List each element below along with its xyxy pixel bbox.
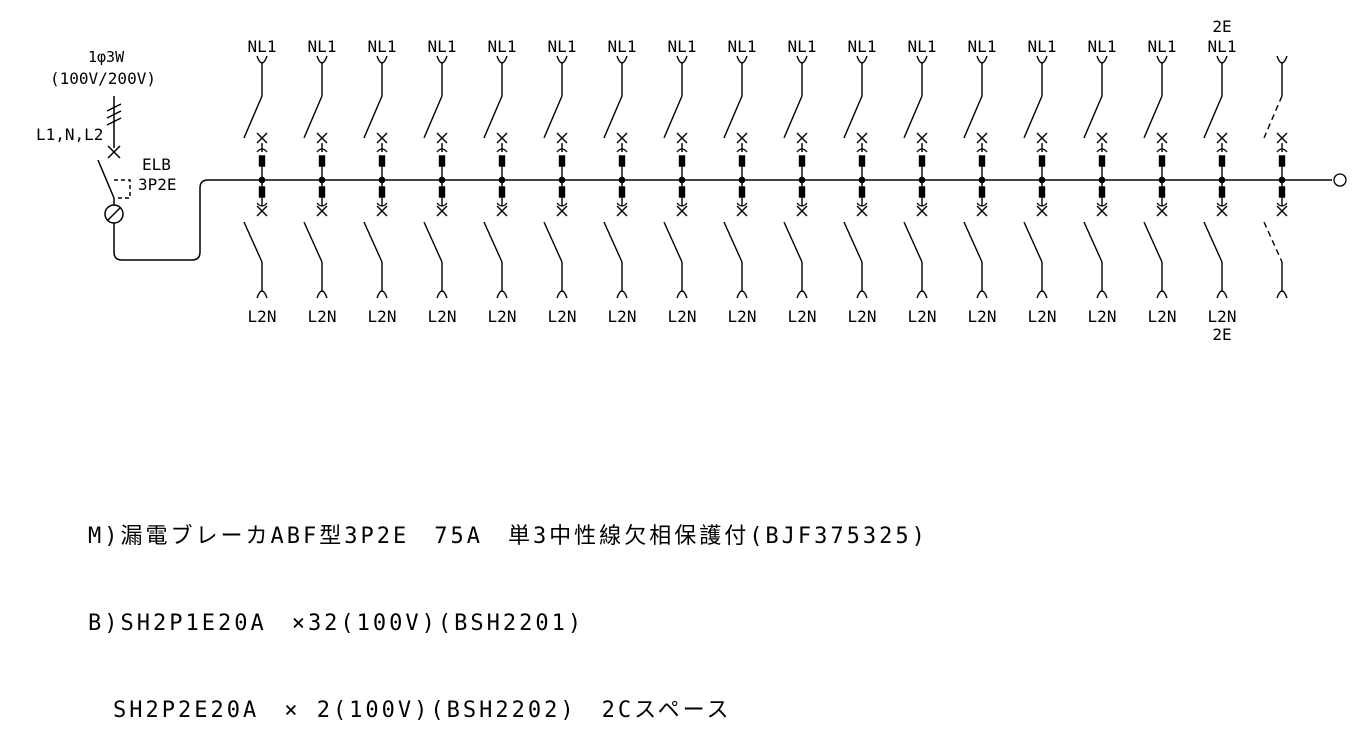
branch-breaker (1203, 55, 1228, 299)
branch-breaker (1083, 55, 1108, 299)
branch-top-label: NL1 (848, 37, 877, 56)
note-branch-breaker-2: SH2P2E20A × 2(100V)(BSH2202) 2Cスペース (88, 698, 732, 723)
single-line-diagram: 1φ3W (100V/200V) L1,N,L2 ELB 3P2E NL1L2N… (36, 17, 1347, 344)
branch-breaker (363, 55, 388, 299)
branch-bottom-label: L2N (788, 307, 817, 326)
branch-top-label: NL1 (368, 37, 397, 56)
branch-top-label: NL1 (908, 37, 937, 56)
branch-top-label: NL1 (548, 37, 577, 56)
branch-bottom-label: L2N (1148, 307, 1177, 326)
branch-bottom-label: L2N (608, 307, 637, 326)
spare-space (1263, 55, 1288, 299)
branch-top-label: NL1 (668, 37, 697, 56)
branch-top-label: NL1 (1208, 37, 1237, 56)
branch-breaker (723, 55, 748, 299)
branch-breaker (483, 55, 508, 299)
branch-top-label: NL1 (788, 37, 817, 56)
note-main-breaker: M)漏電ブレーカABF型3P2E 75A 単3中性線欠相保護付(BJF37532… (88, 524, 928, 549)
main-breaker-poles-label: 3P2E (138, 175, 177, 194)
branch-breaker (303, 55, 328, 299)
notes-block: M)漏電ブレーカABF型3P2E 75A 単3中性線欠相保護付(BJF37532… (88, 464, 928, 754)
branch-top-label: NL1 (1088, 37, 1117, 56)
branch-bottom-extra-label: 2E (1212, 325, 1231, 344)
branch-bottom-label: L2N (428, 307, 457, 326)
supply-phase-label: 1φ3W (88, 48, 125, 66)
branch-breaker (543, 55, 568, 299)
branch-top-label: NL1 (248, 37, 277, 56)
main-breaker-type-label: ELB (142, 155, 171, 174)
branch-breaker (1143, 55, 1168, 299)
branch-bottom-label: L2N (548, 307, 577, 326)
branch-breaker (663, 55, 688, 299)
branch-bottom-label: L2N (848, 307, 877, 326)
main-breaker-symbol (97, 96, 1347, 261)
branch-bottom-label: L2N (968, 307, 997, 326)
branch-breaker (603, 55, 628, 299)
branch-top-label: NL1 (728, 37, 757, 56)
branch-top-extra-label: 2E (1212, 17, 1231, 36)
branch-bottom-label: L2N (308, 307, 337, 326)
branch-bottom-label: L2N (728, 307, 757, 326)
branch-bottom-label: L2N (1028, 307, 1057, 326)
branch-top-label: NL1 (1148, 37, 1177, 56)
branch-top-label: NL1 (428, 37, 457, 56)
branch-breaker (783, 55, 808, 299)
branch-breaker (243, 55, 268, 299)
branch-bottom-label: L2N (248, 307, 277, 326)
supply-lines-label: L1,N,L2 (36, 125, 103, 144)
branch-top-label: NL1 (1028, 37, 1057, 56)
branch-breaker (963, 55, 988, 299)
branch-top-label: NL1 (968, 37, 997, 56)
branch-bottom-label: L2N (908, 307, 937, 326)
supply-voltage-label: (100V/200V) (50, 69, 156, 88)
branch-bottom-label: L2N (1208, 307, 1237, 326)
branch-bottom-label: L2N (1088, 307, 1117, 326)
branch-breaker (843, 55, 868, 299)
branch-top-label: NL1 (308, 37, 337, 56)
branch-top-label: NL1 (608, 37, 637, 56)
branch-breaker (1023, 55, 1048, 299)
branch-bottom-label: L2N (488, 307, 517, 326)
branch-bottom-label: L2N (668, 307, 697, 326)
branch-top-label: NL1 (488, 37, 517, 56)
branch-bottom-label: L2N (368, 307, 397, 326)
branch-breaker (903, 55, 928, 299)
branch-breaker (423, 55, 448, 299)
note-branch-breaker-1: B)SH2P1E20A ×32(100V)(BSH2201) (88, 611, 585, 636)
